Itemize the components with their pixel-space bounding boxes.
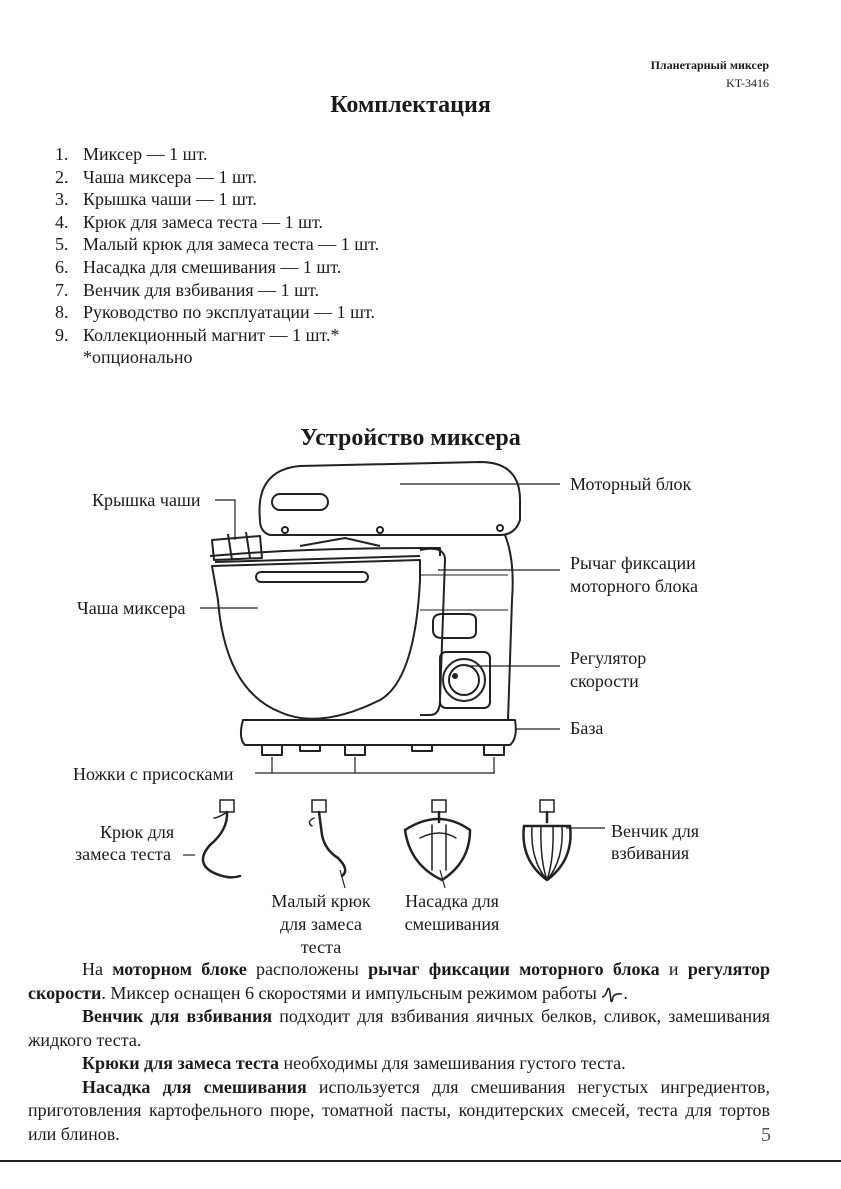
suction-foot [483,744,505,756]
list-number: 5. [55,234,69,255]
speed-dial-housing [439,651,491,709]
suction-foot [261,744,283,756]
label-bowl: Чаша миксера [77,598,186,618]
bowl-handle [255,571,369,583]
label-regulator-2: скорости [570,671,639,691]
text: На [82,959,113,979]
list-number: 6. [55,256,69,277]
list-item: 1. Миксер — 1 шт. [55,143,379,166]
label-lever-2: моторного блока [570,576,699,596]
dough-hook [201,799,242,879]
small-dough-hook [308,799,347,878]
text: расположены [246,959,369,979]
mixer-diagram [183,461,605,889]
list-number: 4. [55,211,69,232]
bold-text: Крюки для замеса теста [82,1053,280,1073]
label-hook-2: замеса теста [75,844,171,864]
bold-text: регулятор скорости [28,959,770,1003]
bold-text: рычаг фиксации моторного блока [368,959,660,979]
motor-grip [271,493,329,511]
lock-lever [432,613,477,639]
list-text: Чаша миксера — 1 шт. [83,166,257,187]
list-text: Крюк для замеса теста — 1 шт. [83,211,323,232]
list-number: 9. [55,324,69,345]
bold-text: Венчик для взбивания [82,1006,273,1026]
optional-note: *опционально [83,347,193,368]
list-item: 7. Венчик для взбивания — 1 шт. [55,279,379,302]
list-item: 4. Крюк для замеса теста — 1 шт. [55,211,379,234]
bowl-lid [211,535,263,561]
list-item: 3. Крышка чаши — 1 шт. [55,188,379,211]
label-whisk-1: Венчик для [611,821,699,841]
list-text: Насадка для смешивания — 1 шт. [83,256,342,277]
bold-text: моторном блоке [112,959,247,979]
text: . [623,982,628,1003]
list-text: Малый крюк для замеса теста — 1 шт. [83,234,380,255]
list-number: 7. [55,279,69,300]
suction-foot [344,744,366,756]
contents-heading: Комплектация [330,92,491,118]
list-number: 2. [55,166,69,187]
motor-head [258,461,521,536]
text: и [659,959,688,979]
list-text: Коллекционный магнит — 1 шт.* [83,324,340,345]
paragraph-controls: На моторном блоке расположены рычаг фикс… [28,958,770,1005]
list-text: Миксер — 1 шт. [83,144,208,164]
description: На моторном блоке расположены рычаг фикс… [28,958,770,1146]
header-title: Планетарный миксер [650,58,769,72]
label-regulator-1: Регулятор [570,648,647,668]
pulse-mode-icon [602,988,623,1003]
label-small-hook-3: теста [300,937,342,957]
list-number: 1. [55,144,69,164]
list-text: Венчик для взбивания — 1 шт. [83,279,320,300]
device-heading: Устройство миксера [300,425,521,451]
paragraph-beater: Насадка для смешивания используется для … [28,1076,770,1147]
list-text: Крышка чаши — 1 шт. [83,189,257,210]
paragraph-whisk: Венчик для взбивания подходит для взбива… [28,1005,770,1052]
label-beater-1: Насадка для [405,891,499,911]
label-small-hook-1: Малый крюк [271,891,371,911]
balloon-whisk [522,799,572,882]
label-feet: Ножки с присосками [73,764,234,784]
paragraph-hooks: Крюки для замеса теста необходимы для за… [28,1052,770,1076]
mixer-base [239,719,517,746]
list-number: 3. [55,189,69,210]
text: подходит для взбивания яичных белков, сл… [28,1006,771,1050]
list-item: 2. Чаша миксера — 1 шт. [55,166,379,189]
label-motor-block: Моторный блок [570,474,692,494]
bottom-rule [0,1160,841,1162]
label-small-hook-2: для замеса [279,914,363,934]
label-hook-1: Крюк для [100,822,175,842]
flat-beater [403,799,472,882]
bold-text: Насадка для смешивания [82,1076,307,1097]
list-item: 5. Малый крюк для замеса теста — 1 шт. [55,233,379,256]
list-item: 9. Коллекционный магнит — 1 шт.* [55,324,379,347]
header-model: KT-3416 [726,76,769,90]
speed-dial [442,658,486,702]
list-text: Руководство по эксплуатации — 1 шт. [83,302,375,323]
label-base: База [570,718,604,738]
label-bowl-lid: Крышка чаши [92,490,201,510]
label-beater-2: смешивания [404,914,500,934]
page-number: 5 [761,1124,771,1146]
list-number: 8. [55,302,69,323]
text: используется для смешивания негустых инг… [28,1076,770,1144]
text: . Миксер оснащен 6 скоростями и импульсн… [101,982,602,1003]
list-item: 8. Руководство по эксплуатации — 1 шт. [55,301,379,324]
text: необходимы для замешивания густого теста… [279,1053,626,1073]
contents-list: 1.Миксер — 1 шт. 2.Чаша миксера — 1 шт. … [55,143,379,369]
page-header: Планетарный миксер KT-3416 [651,56,769,92]
list-item: 6. Насадка для смешивания — 1 шт. [55,256,379,279]
mixer-bowl [211,559,421,720]
label-whisk-2: взбивания [611,843,690,863]
label-lever-1: Рычаг фиксации [570,553,696,573]
